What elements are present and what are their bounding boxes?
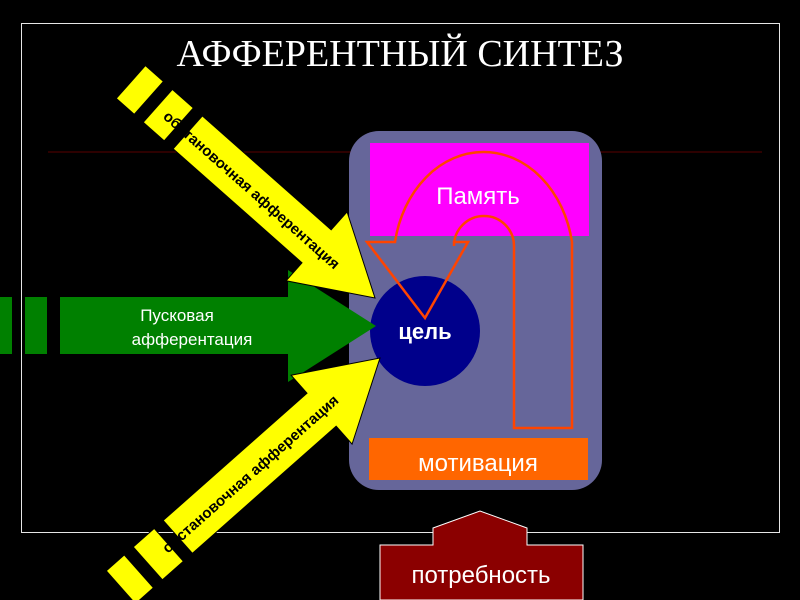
goal-label: цель xyxy=(398,319,451,344)
trigger-label-line1: Пусковая xyxy=(140,306,214,325)
need-label: потребность xyxy=(411,562,550,589)
need-arrow xyxy=(379,510,584,600)
motivation-box xyxy=(369,438,588,480)
trigger-label-line2: афферентация xyxy=(132,330,253,349)
page-title: АФФЕРЕНТНЫЙ СИНТЕЗ xyxy=(177,33,624,75)
slide-frame xyxy=(21,23,780,533)
situational-label-top: обстановочная афферентация xyxy=(160,108,343,273)
trigger-arrow-stub-2 xyxy=(25,297,47,354)
situational-label-bottom: обстановочная афферентация xyxy=(159,392,342,557)
trigger-arrow-stub-1 xyxy=(0,297,12,354)
trigger-arrow xyxy=(60,270,376,382)
motivation-label: мотивация xyxy=(418,450,538,477)
goal-circle xyxy=(370,276,480,386)
memory-label: Память xyxy=(436,183,520,210)
loop-arrow xyxy=(364,150,574,430)
